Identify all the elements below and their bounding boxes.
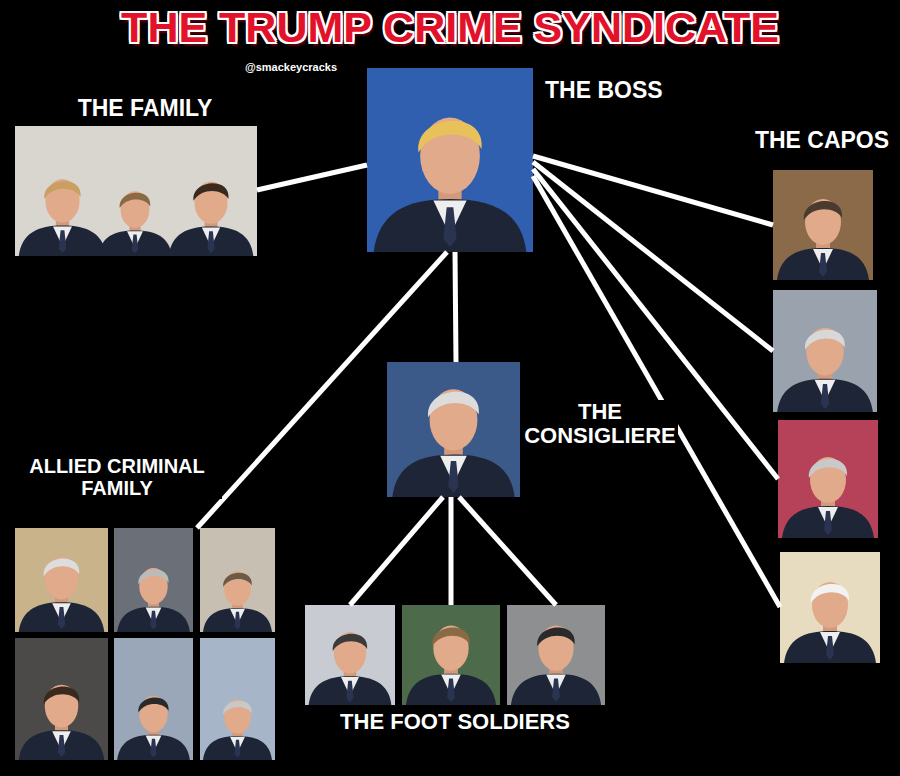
group-heading: THE FOOT SOLDIERS bbox=[338, 710, 572, 734]
person-silhouette bbox=[19, 179, 106, 256]
connector-segment bbox=[459, 497, 556, 605]
photo-background bbox=[773, 170, 873, 280]
portrait-photo bbox=[200, 528, 275, 632]
person-silhouette bbox=[117, 696, 190, 760]
portrait-group: THE FOOT SOLDIERS bbox=[305, 605, 605, 705]
connector-segment bbox=[449, 497, 454, 605]
portrait-photo bbox=[773, 290, 877, 412]
portrait-photo bbox=[114, 638, 193, 760]
portrait-photo bbox=[387, 362, 520, 497]
person-silhouette bbox=[782, 457, 874, 538]
portrait-photo bbox=[402, 605, 500, 705]
photo-background bbox=[507, 605, 605, 705]
portrait-photo bbox=[367, 68, 533, 252]
photo-background bbox=[114, 528, 193, 632]
person-silhouette bbox=[777, 328, 873, 412]
title-holder: THE TRUMP CRIME SYNDICATE bbox=[0, 4, 900, 51]
photo-background bbox=[114, 638, 193, 760]
label-holder: THE CONSIGLIERE bbox=[522, 400, 678, 448]
person-silhouette bbox=[203, 699, 272, 760]
connector-line bbox=[350, 497, 556, 605]
photo-background bbox=[780, 552, 880, 663]
photo-background bbox=[15, 528, 108, 632]
label-holder: ALLIED CRIMINAL FAMILY bbox=[12, 456, 222, 499]
person-silhouette bbox=[777, 199, 869, 280]
person-silhouette bbox=[203, 571, 272, 632]
connector-line bbox=[197, 252, 447, 528]
group-heading: THE CONSIGLIERE bbox=[522, 400, 678, 448]
person-silhouette bbox=[117, 568, 190, 632]
group-heading: THE BOSS bbox=[543, 78, 665, 103]
portrait-photo bbox=[114, 528, 193, 632]
person-silhouette bbox=[169, 181, 254, 256]
portrait-photo bbox=[200, 638, 275, 760]
photo-background bbox=[305, 605, 395, 705]
portrait-photo bbox=[778, 420, 878, 538]
group-heading: THE FAMILY bbox=[76, 96, 215, 121]
person-silhouette bbox=[309, 632, 392, 705]
person-silhouette bbox=[392, 389, 514, 497]
photo-background bbox=[15, 126, 257, 256]
label-holder: THE BOSS bbox=[543, 78, 665, 103]
connector-segment bbox=[455, 252, 456, 362]
photo-background bbox=[778, 420, 878, 538]
watermark-handle: @smackeycracks bbox=[245, 61, 337, 73]
photo-background bbox=[200, 638, 275, 760]
portrait-group: THE FAMILY bbox=[15, 126, 257, 256]
label-holder: THE FAMILY bbox=[76, 96, 215, 121]
portrait-photo bbox=[15, 638, 108, 760]
portrait-photo bbox=[773, 170, 873, 280]
photo-background bbox=[367, 68, 533, 252]
person-silhouette bbox=[511, 626, 601, 705]
connector-line bbox=[533, 156, 780, 607]
connector-segment bbox=[350, 497, 443, 605]
label-holder: @smackeycracks bbox=[245, 57, 337, 75]
group-heading: ALLIED CRIMINAL FAMILY bbox=[12, 456, 222, 499]
photo-background bbox=[773, 290, 877, 412]
photo-background bbox=[15, 638, 108, 760]
person-silhouette bbox=[19, 557, 105, 632]
connector-line bbox=[257, 165, 367, 190]
connector-segment bbox=[257, 165, 367, 190]
portrait-photo bbox=[780, 552, 880, 663]
portrait-photo bbox=[15, 528, 108, 632]
photo-background bbox=[402, 605, 500, 705]
portrait-group: THE BOSS bbox=[367, 68, 533, 252]
portrait-group: THE CAPOS bbox=[773, 170, 880, 663]
label-holder: THE FOOT SOLDIERS bbox=[338, 710, 572, 734]
portrait-photo bbox=[507, 605, 605, 705]
group-heading: THE CAPOS bbox=[753, 128, 891, 153]
photo-background bbox=[387, 362, 520, 497]
connector-line bbox=[455, 252, 456, 362]
person-silhouette bbox=[98, 191, 172, 256]
person-silhouette bbox=[406, 626, 496, 705]
person-silhouette bbox=[19, 685, 105, 760]
connector-segment bbox=[533, 176, 780, 607]
photo-background bbox=[200, 528, 275, 632]
portrait-group: ALLIED CRIMINAL FAMILY bbox=[15, 528, 275, 760]
label-holder: THE CAPOS bbox=[753, 128, 891, 153]
person-silhouette bbox=[374, 118, 527, 252]
connector-segment bbox=[197, 252, 447, 528]
portrait-group: THE CONSIGLIERE bbox=[387, 362, 520, 497]
diagram-title: THE TRUMP CRIME SYNDICATE bbox=[121, 4, 779, 51]
portrait-photo bbox=[305, 605, 395, 705]
person-silhouette bbox=[784, 582, 876, 663]
portrait-photo bbox=[15, 126, 257, 256]
